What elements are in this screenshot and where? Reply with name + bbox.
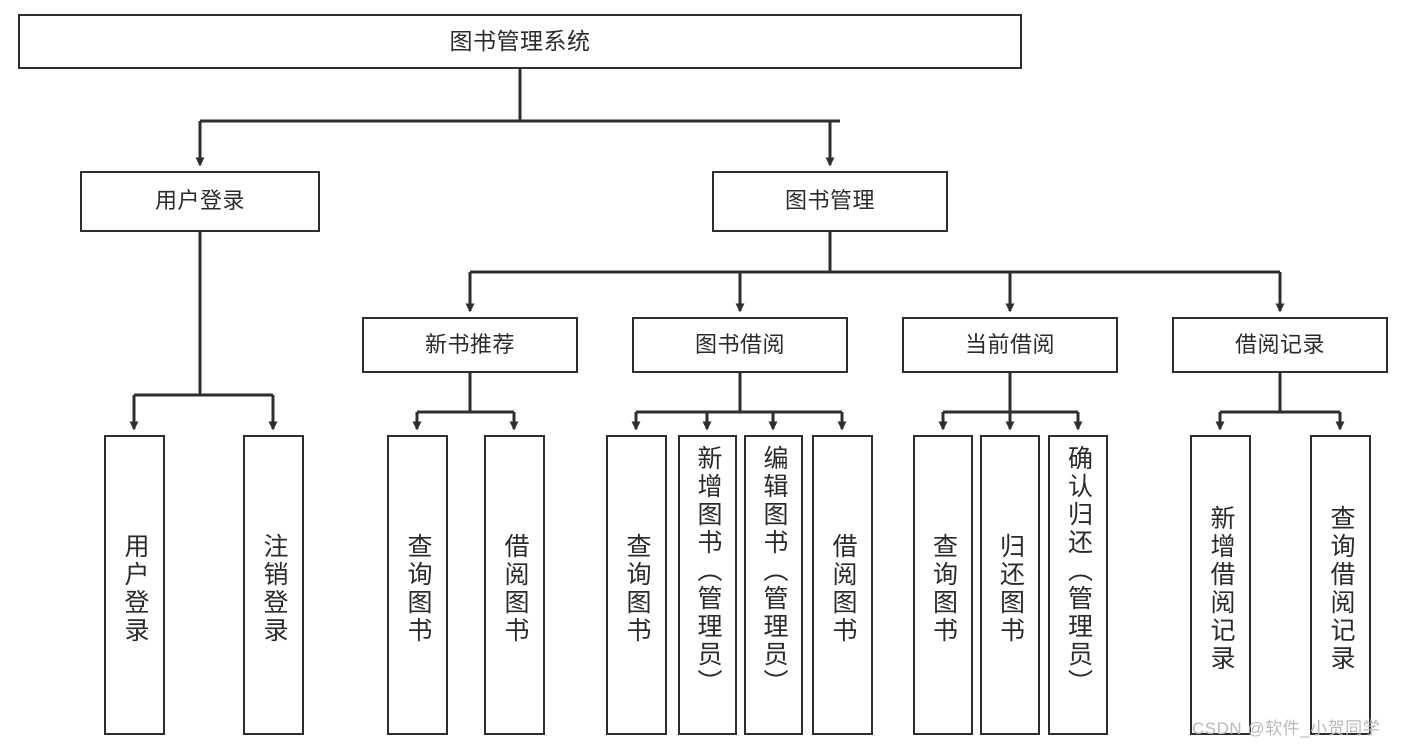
leaf-borrow-book-newbook[interactable]: 借阅图书: [484, 435, 545, 735]
leaf-edit-book-admin[interactable]: 编辑图书（管理员）: [744, 435, 803, 735]
leaf-borrow-book[interactable]: 借阅图书: [812, 435, 873, 735]
leaf-query-book-borrow-label: 查询图书: [623, 533, 651, 645]
leaf-add-book-admin[interactable]: 新增图书（管理员）: [678, 435, 737, 735]
leaf-query-book-newbook-label: 查询图书: [404, 533, 432, 645]
leaf-query-borrow-record[interactable]: 查询借阅记录: [1310, 435, 1371, 735]
node-new-book-recommend-label: 新书推荐: [424, 331, 515, 357]
leaf-return-book[interactable]: 归还图书: [980, 435, 1040, 735]
leaf-query-book-newbook[interactable]: 查询图书: [387, 435, 448, 735]
node-book-management[interactable]: 图书管理: [712, 171, 948, 232]
leaf-borrow-book-newbook-label: 借阅图书: [501, 533, 529, 645]
node-root[interactable]: 图书管理系统: [18, 14, 1022, 69]
leaf-logout-label: 注销登录: [260, 533, 288, 645]
leaf-user-login-label: 用户登录: [121, 533, 149, 645]
leaf-query-book-current[interactable]: 查询图书: [913, 435, 973, 735]
node-borrow-record-label: 借阅记录: [1234, 331, 1325, 357]
leaf-query-book-borrow[interactable]: 查询图书: [606, 435, 667, 735]
leaf-edit-book-admin-label: 编辑图书（管理员）: [760, 445, 788, 697]
node-book-borrow-label: 图书借阅: [694, 331, 785, 357]
node-book-management-label: 图书管理: [784, 188, 875, 214]
leaf-add-book-admin-label: 新增图书（管理员）: [694, 445, 722, 697]
node-user-login-label: 用户登录: [154, 188, 245, 214]
node-current-borrow[interactable]: 当前借阅: [902, 317, 1118, 373]
node-root-label: 图书管理系统: [449, 27, 591, 54]
node-borrow-record[interactable]: 借阅记录: [1172, 317, 1388, 373]
node-new-book-recommend[interactable]: 新书推荐: [362, 317, 578, 373]
leaf-user-login[interactable]: 用户登录: [104, 435, 165, 735]
leaf-add-borrow-record[interactable]: 新增借阅记录: [1190, 435, 1251, 735]
node-book-borrow[interactable]: 图书借阅: [632, 317, 848, 373]
leaf-confirm-return-admin[interactable]: 确认归还（管理员）: [1048, 435, 1108, 735]
leaf-return-book-label: 归还图书: [996, 533, 1025, 645]
leaf-confirm-return-admin-label: 确认归还（管理员）: [1064, 445, 1093, 697]
leaf-add-borrow-record-label: 新增借阅记录: [1207, 505, 1235, 673]
leaf-query-borrow-record-label: 查询借阅记录: [1327, 505, 1355, 673]
leaf-borrow-book-label: 借阅图书: [829, 533, 857, 645]
node-user-login[interactable]: 用户登录: [80, 171, 320, 232]
node-current-borrow-label: 当前借阅: [964, 331, 1055, 357]
leaf-logout[interactable]: 注销登录: [243, 435, 304, 735]
leaf-query-book-current-label: 查询图书: [929, 533, 958, 645]
csdn-watermark: CSDN @软件_小贺同学: [1192, 719, 1381, 738]
